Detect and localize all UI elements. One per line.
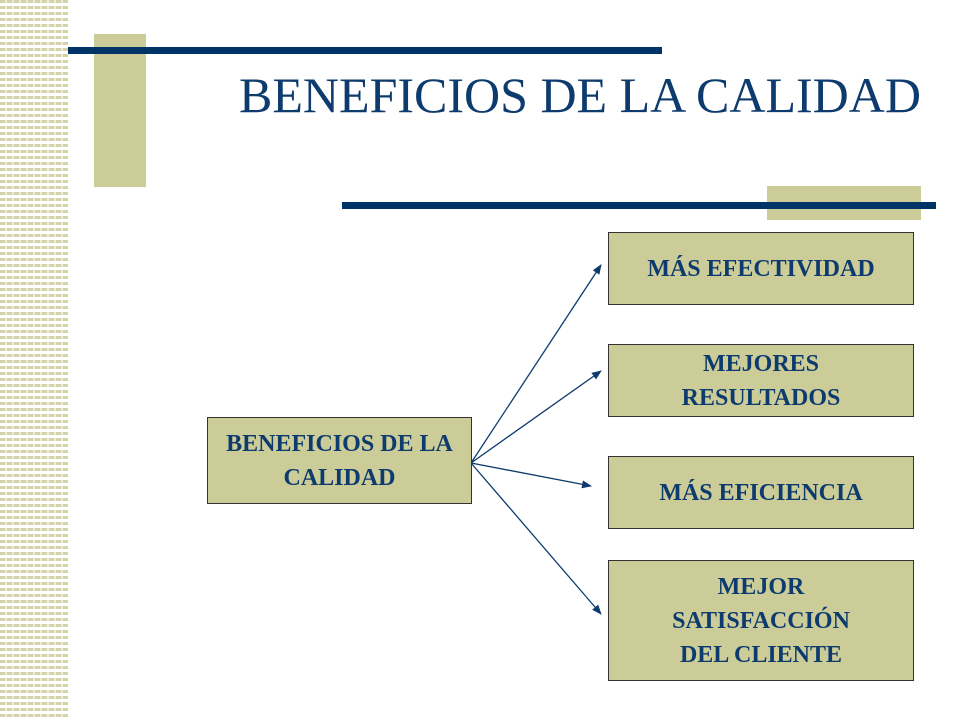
source-node-label: BENEFICIOS DE LA CALIDAD bbox=[226, 430, 453, 491]
olive-block-top-left bbox=[94, 34, 146, 187]
arrow-to-target-3 bbox=[470, 462, 592, 489]
left-stripe-pattern bbox=[0, 0, 68, 720]
target-node-1: MÁS EFECTIVIDAD bbox=[608, 232, 914, 305]
target-node-label: MÁS EFECTIVIDAD bbox=[647, 255, 875, 282]
target-node-2: MEJORES RESULTADOS bbox=[608, 344, 914, 417]
target-node-label: MEJOR SATISFACCIÓN DEL CLIENTE bbox=[672, 573, 850, 668]
target-node-3: MÁS EFICIENCIA bbox=[608, 456, 914, 529]
target-node-label: MÁS EFICIENCIA bbox=[659, 479, 863, 506]
page-title: BENEFICIOS DE LA CALIDAD bbox=[239, 67, 921, 123]
arrow-to-target-4 bbox=[470, 462, 602, 615]
arrow-to-target-2 bbox=[470, 370, 602, 464]
navy-bar-bottom bbox=[342, 202, 936, 209]
target-node-4: MEJOR SATISFACCIÓN DEL CLIENTE bbox=[608, 560, 914, 681]
target-node-label: MEJORES RESULTADOS bbox=[681, 350, 841, 411]
source-node: BENEFICIOS DE LA CALIDAD bbox=[207, 417, 472, 504]
navy-bar-top bbox=[68, 47, 662, 54]
arrow-to-target-1 bbox=[470, 264, 602, 464]
